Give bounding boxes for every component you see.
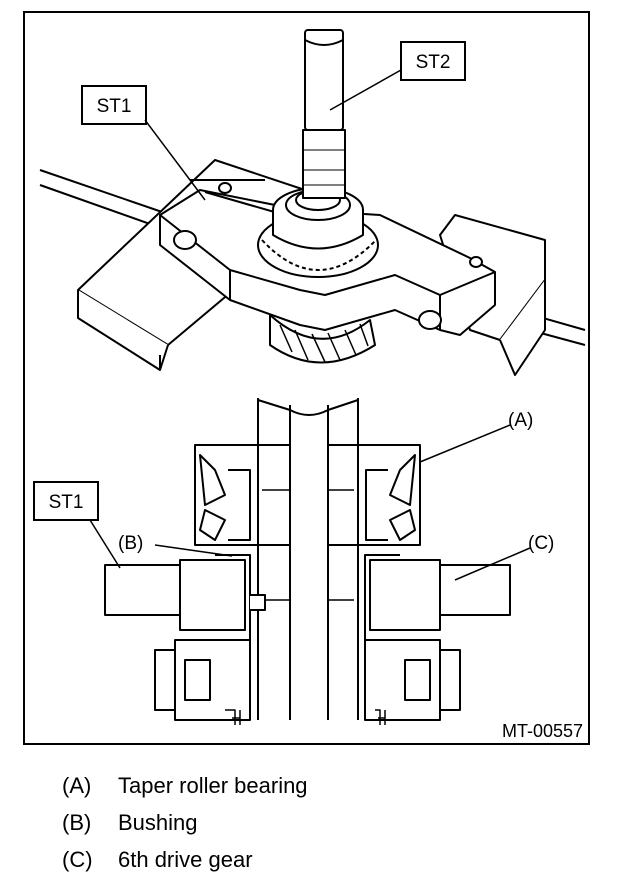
callout-st2: ST2 xyxy=(329,41,466,111)
callout-b: (B) xyxy=(118,533,233,557)
callout-c: (C) xyxy=(454,533,554,581)
legend-text: 6th drive gear xyxy=(118,847,253,872)
callout-c-label: (C) xyxy=(528,533,554,554)
legend-text: Taper roller bearing xyxy=(118,773,308,798)
legend-key: (C) xyxy=(62,847,93,872)
legend-item-a: (A) Taper roller bearing xyxy=(62,773,308,799)
callout-st1-top-label: ST1 xyxy=(97,96,132,117)
legend-key: (B) xyxy=(62,810,92,835)
cross-section-view xyxy=(104,398,511,725)
figure-code: MT-00557 xyxy=(502,721,583,741)
callout-a: (A) xyxy=(419,410,533,463)
callout-b-label: (B) xyxy=(118,533,143,554)
callout-st2-label: ST2 xyxy=(416,52,451,73)
callout-a-label: (A) xyxy=(508,410,533,431)
callout-st1-bottom-label: ST1 xyxy=(49,492,84,513)
callout-st1-top: ST1 xyxy=(81,85,206,201)
isometric-view xyxy=(39,29,586,376)
callout-st1-bottom: ST1 xyxy=(33,481,121,569)
legend-key: (A) xyxy=(62,773,92,798)
legend-item-b: (B) Bushing xyxy=(62,810,198,836)
legend-text: Bushing xyxy=(118,810,198,835)
legend-item-c: (C) 6th drive gear xyxy=(62,847,253,873)
